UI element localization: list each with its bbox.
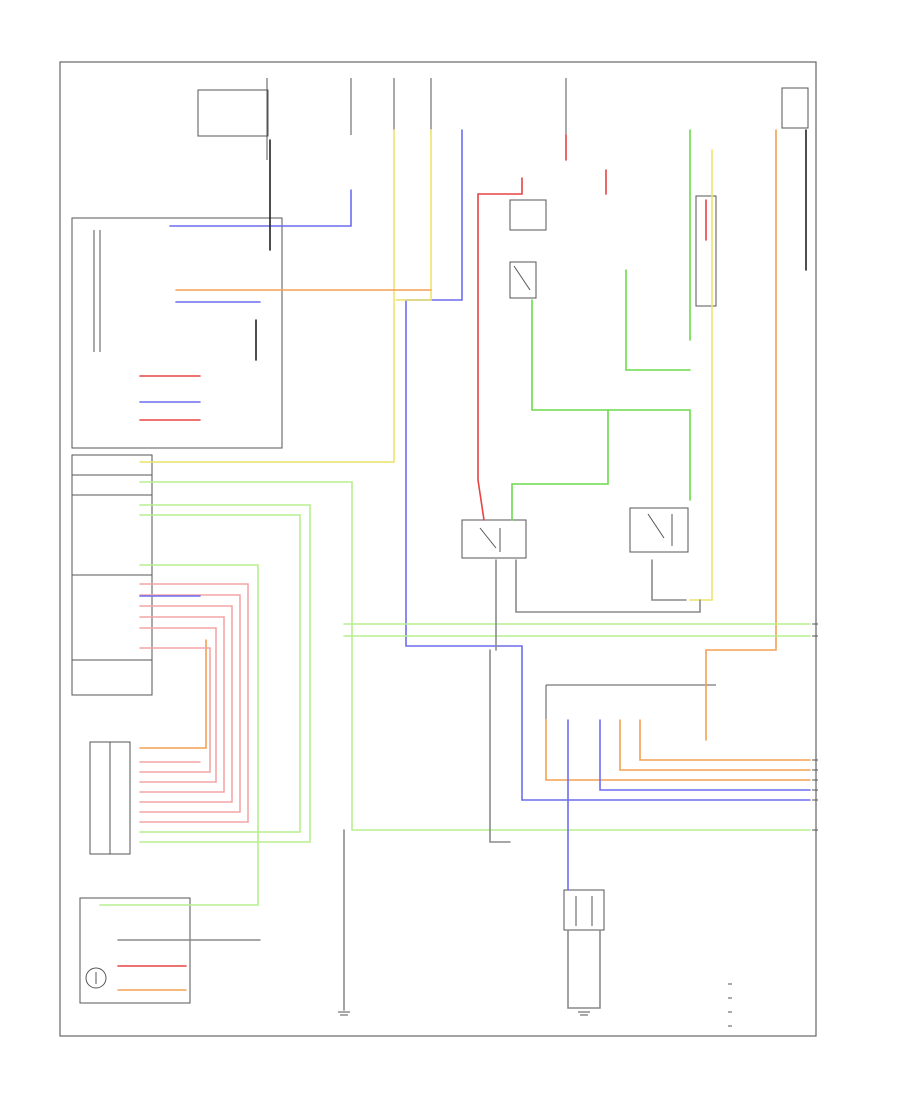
wire-yellow-right <box>689 149 713 601</box>
rear-combination-lamp <box>545 684 716 720</box>
wire-orange-bottom-2 <box>639 719 811 761</box>
wire-orange-left <box>139 639 207 749</box>
wire-gray-6 <box>567 929 601 1009</box>
lamp-assembly-bottom <box>563 889 605 931</box>
wire-orange-bottom-3 <box>619 719 811 771</box>
combination-switch-module <box>89 741 131 855</box>
wire-pink-3 <box>139 605 233 803</box>
wire-green-side <box>625 269 691 371</box>
wire-green-relay <box>511 409 609 521</box>
wire-yellow-main <box>395 129 432 301</box>
stop-lamp-switch <box>509 199 547 299</box>
diagram-frame <box>59 61 817 1037</box>
wire-yellow-left <box>139 129 395 463</box>
relay-stop-lamp-2 <box>629 507 689 553</box>
wire-pink-4 <box>139 616 225 793</box>
right-edge-terminals <box>812 623 818 831</box>
high-mount-stop-lamp <box>695 195 717 307</box>
wire-pink-1 <box>139 583 249 823</box>
wire-pink-5 <box>139 627 217 783</box>
horn-symbol <box>85 967 107 989</box>
wire-blue-main <box>405 129 523 801</box>
wire-gray-3 <box>489 649 511 843</box>
wire-lg-4 <box>139 504 311 843</box>
wire-gray-1 <box>515 559 701 613</box>
wire-lg-5 <box>139 514 301 833</box>
wire-blue-top-left <box>169 189 352 227</box>
steering-switch-block <box>79 897 191 1004</box>
body-control-module <box>71 217 283 696</box>
wire-harness <box>99 129 811 1011</box>
ground-symbols <box>338 1011 590 1016</box>
legend <box>728 983 732 1027</box>
wire-orange-right <box>705 129 777 741</box>
wire-lg-6 <box>99 564 259 906</box>
wire-pink-2 <box>139 594 241 813</box>
wire-pink-6 <box>139 647 211 773</box>
relay-stop-lamp-1 <box>461 519 527 559</box>
wire-green-mid <box>531 299 691 501</box>
fuse-block-top <box>197 78 809 160</box>
wire-gray-4 <box>651 559 687 601</box>
wire-red-main <box>477 177 523 521</box>
wire-lg-1 <box>139 481 811 831</box>
wire-orange-bottom-1 <box>545 719 811 781</box>
wire-blue-bottom-3 <box>599 719 811 791</box>
